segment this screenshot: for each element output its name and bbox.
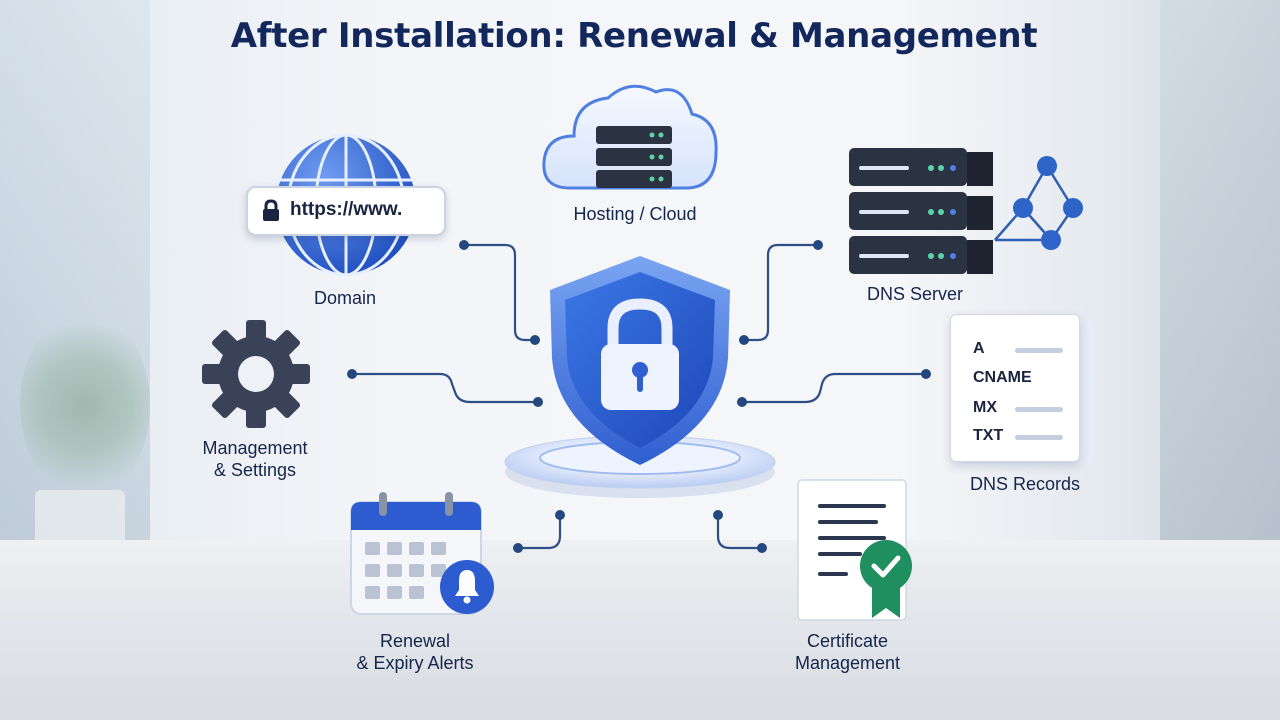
calendar-icon <box>350 492 494 615</box>
shield-lock-icon <box>504 256 776 498</box>
lock-shackle <box>607 298 673 345</box>
dns-record-cname: CNAME <box>973 369 1032 386</box>
connector-dot <box>459 240 469 250</box>
server-icon <box>596 126 672 188</box>
certificate-label: Certificate Management <box>794 631 901 673</box>
dns-record-txt: TXT <box>973 427 1004 444</box>
connector-dot <box>737 397 747 407</box>
background-plant <box>20 310 150 500</box>
connector-dot <box>739 335 749 345</box>
hosting-label: Hosting / Cloud <box>573 204 697 224</box>
dns-record-a: A <box>973 340 985 357</box>
connector-dot <box>757 543 767 553</box>
gear-icon <box>202 320 310 428</box>
connector-dot <box>713 510 723 520</box>
url-text: https://www. <box>290 199 403 220</box>
management-label: Management & Settings <box>202 438 308 480</box>
connector-management <box>350 372 540 404</box>
connector-certificate <box>716 513 764 550</box>
connector-dot <box>347 369 357 379</box>
bell-icon <box>440 560 494 614</box>
dns-record-mx: MX <box>973 399 997 416</box>
connector-dot <box>813 240 823 250</box>
dns-records-label: DNS Records <box>969 474 1081 494</box>
connector-dot <box>533 397 543 407</box>
network-icon <box>994 156 1083 250</box>
connector-dns-server <box>742 243 820 342</box>
connector-dns-records <box>740 372 928 404</box>
background-window-right <box>1160 0 1280 560</box>
url-bar: https://www. <box>246 186 446 236</box>
keyhole <box>632 362 648 378</box>
page-title: After Installation: Renewal & Management <box>230 16 1038 56</box>
cloud-icon <box>542 84 718 190</box>
certificate-icon <box>797 479 912 621</box>
server-icon <box>849 148 993 274</box>
connector-dot <box>921 369 931 379</box>
connector-dot <box>513 543 523 553</box>
document-icon: A CNAME MX TXT <box>950 314 1080 462</box>
connector-renewal <box>516 513 562 550</box>
connector-dot <box>530 335 540 345</box>
connector-dot <box>555 510 565 520</box>
domain-label: Domain <box>313 288 377 308</box>
renewal-label: Renewal & Expiry Alerts <box>356 631 474 673</box>
dns-server-label: DNS Server <box>866 284 964 304</box>
lock-icon <box>263 199 279 221</box>
connector-domain <box>462 243 537 342</box>
background-table <box>0 540 1280 720</box>
dns-server-icon <box>849 148 1083 274</box>
